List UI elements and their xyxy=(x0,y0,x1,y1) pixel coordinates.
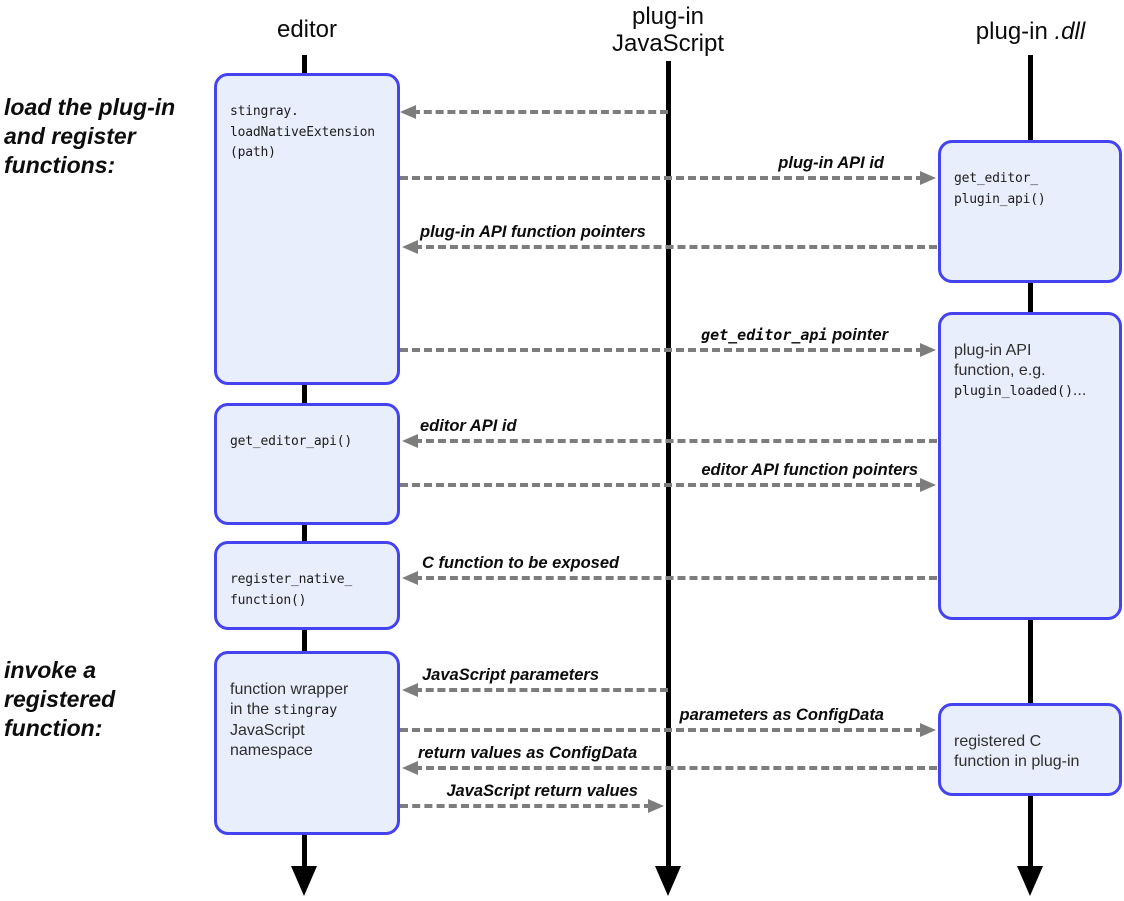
message-c-function-to-be-exposed: C function to be exposed xyxy=(402,552,937,585)
lifeline-arrow-down-icon xyxy=(291,866,317,896)
phase-label-invoke: invoke a registered function: xyxy=(4,657,116,741)
lifeline-javascript xyxy=(666,61,671,868)
arrowhead-right-icon xyxy=(920,343,936,357)
message-javascript-return-values: JavaScript return values xyxy=(400,780,664,813)
arrowhead-left-icon xyxy=(402,571,418,585)
box-registered-c-function: registered C function in plug-in xyxy=(938,703,1122,796)
arrowhead-right-icon xyxy=(920,171,936,185)
message-plugin-api-id: plug-in API id xyxy=(400,152,936,185)
box-plugin-api-function: plug-in API function, e.g. plugin_loaded… xyxy=(938,312,1122,620)
message-plugin-api-function-pointers: plug-in API function pointers xyxy=(402,221,937,254)
arrowhead-left-icon xyxy=(402,240,418,254)
box-register-native-function: register_native_ function() xyxy=(214,541,400,630)
arrowhead-left-icon xyxy=(400,105,416,119)
message-return-values-as-configdata: return values as ConfigData xyxy=(402,742,937,775)
box-function-wrapper: function wrapper in the stingray JavaScr… xyxy=(214,651,400,835)
box-get-editor-plugin-api: get_editor_ plugin_api() xyxy=(938,140,1122,283)
arrowhead-right-icon xyxy=(920,723,936,737)
message-parameters-as-configdata: parameters as ConfigData xyxy=(400,704,936,737)
box-get-editor-api: get_editor_api() xyxy=(214,403,400,525)
lifeline-arrow-down-icon xyxy=(655,866,681,896)
message-load-result xyxy=(400,86,668,119)
phase-label-load: load the plug-in and register functions: xyxy=(4,94,176,178)
arrowhead-left-icon xyxy=(402,683,418,697)
box-load-native-extension: stingray. loadNativeExtension (path) xyxy=(214,73,400,385)
message-editor-api-function-pointers: editor API function pointers xyxy=(400,459,936,492)
message-get-editor-api-pointer: get_editor_api pointer xyxy=(400,324,936,357)
message-editor-api-id: editor API id xyxy=(402,415,937,448)
arrowhead-left-icon xyxy=(402,434,418,448)
message-javascript-parameters: JavaScript parameters xyxy=(402,664,668,697)
actor-dll-title: plug-in .dll xyxy=(975,18,1086,45)
arrowhead-right-icon xyxy=(648,799,664,813)
actor-javascript-title: plug-in JavaScript xyxy=(611,3,725,57)
arrowhead-right-icon xyxy=(920,478,936,492)
actor-editor-title: editor xyxy=(276,16,338,43)
lifeline-arrow-down-icon xyxy=(1017,866,1043,896)
arrowhead-left-icon xyxy=(402,761,418,775)
